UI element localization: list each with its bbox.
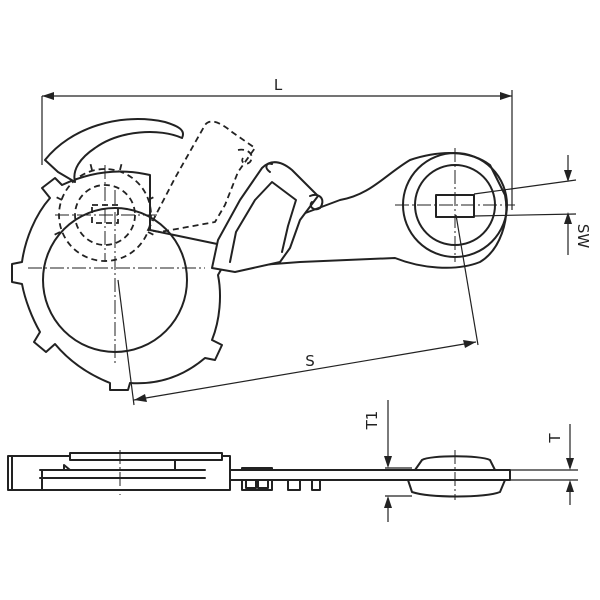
side-centerline bbox=[119, 450, 456, 500]
pawl-alt-position bbox=[146, 120, 257, 233]
ring-jaw bbox=[11, 170, 223, 391]
upper-hook bbox=[44, 118, 184, 183]
ring-centerline bbox=[28, 190, 205, 365]
drive-head bbox=[395, 148, 515, 262]
dimension-sw: SW bbox=[473, 155, 592, 255]
dimension-l: L bbox=[41, 76, 513, 210]
dimension-s: S bbox=[117, 214, 479, 406]
dimension-label-l: L bbox=[274, 76, 283, 94]
dimension-label-sw: SW bbox=[574, 224, 592, 249]
pin-hidden bbox=[51, 161, 160, 262]
side-view: T1 T bbox=[7, 400, 578, 522]
pawl bbox=[211, 161, 319, 273]
dimension-label-t1: T1 bbox=[363, 411, 381, 431]
top-view: L S SW bbox=[11, 76, 592, 406]
dimension-label-t: T bbox=[546, 433, 564, 444]
dimension-t1: T1 bbox=[363, 400, 412, 522]
dimension-label-s: S bbox=[305, 352, 315, 370]
dimension-t: T bbox=[498, 424, 578, 505]
